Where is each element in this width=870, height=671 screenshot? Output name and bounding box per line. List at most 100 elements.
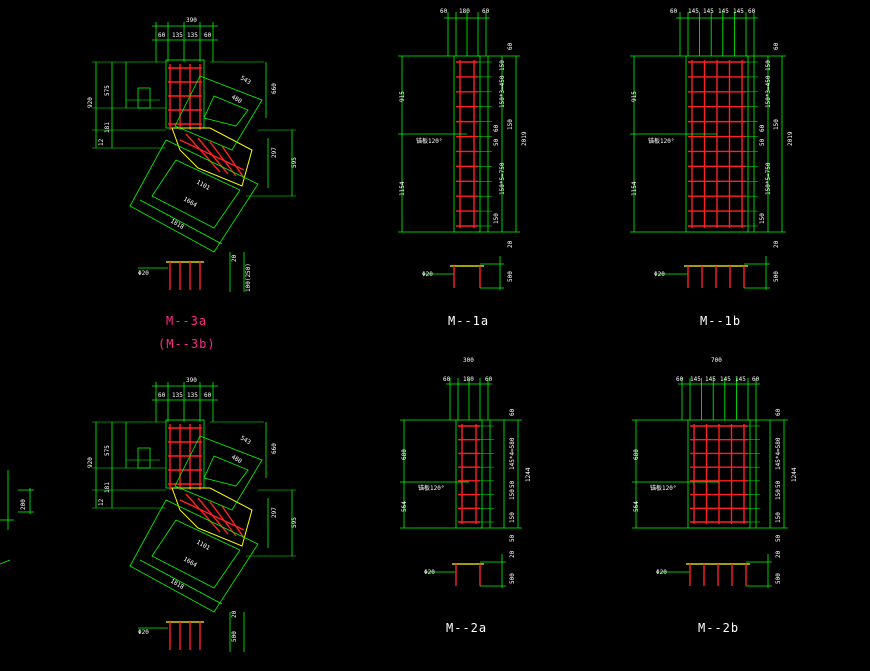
m2a-plate-dim-2: 20 [509,550,516,558]
m2b-right-dim-6: 50 [775,534,782,542]
m3a-left-dim-3: 181 [104,122,111,133]
m2b-top-dim-4: 145 [720,376,731,383]
inclined-plate-outline [171,127,253,187]
rotated-box-inner [203,455,249,487]
m2b-top-total: 700 [711,357,722,364]
drawing-m1b: 60 145 145 145 145 60 915 1154 60 150 15… [630,8,794,328]
m1a-right-dim-7: 150*5=750 [499,162,506,195]
m3b-bar-label: Φ20 [138,629,149,636]
m3a-top-dim-4: 60 [204,32,212,39]
plate-outline [453,55,481,233]
m1a-right-dim-5: 150 [507,119,514,130]
m2b-top-dim-2: 145 [690,376,701,383]
m1b-anchor-label: 锚板120° [648,137,674,145]
m1b-right-dim-7: 150*5=750 [765,162,772,195]
m1b-geometry [630,12,786,290]
m2a-top-dim-1: 60 [443,376,451,383]
m2b-top-dim-3: 145 [705,376,716,383]
m3a-plate-dim-1: 20 [231,254,238,262]
plate-outline [687,419,751,529]
m3a-plate-dim-2: 100(250) [245,263,252,292]
rotated-box-lower [129,139,259,253]
m3a-top-dim-3: 135 [187,32,198,39]
label-box [137,447,151,469]
m3b-plate-dim-1: 500 [231,631,238,642]
incline-rebar-long [179,139,245,171]
m2b-right-dim-7: 1244 [791,467,798,482]
m1a-right-dim-1: 60 [507,42,514,50]
m3a-title: M--3a [166,314,207,328]
m2b-right-dim-4: 150 [775,489,782,500]
m2a-right-dim-3: 50 [509,480,516,488]
m2a-right-dim-2: 145*4=580 [509,437,516,470]
m3b-plate-dim-2: 20 [231,610,238,618]
m3a-right-dim-3: 595 [291,157,298,168]
m2a-plate-dim-1: 500 [509,573,516,584]
m2b-bar-label: Φ20 [656,569,667,576]
m3b-geometry [0,382,296,652]
m3b-top-total: 390 [186,377,197,384]
m2a-top-total: 300 [463,357,474,364]
m3a-top-dim-2: 135 [172,32,183,39]
m2b-right-dim-2: 145*4=580 [775,437,782,470]
m2b-top-dim-1: 60 [676,376,684,383]
m1a-right-dim-8: 150 [493,213,500,224]
m3b-left-dim-4: 12 [98,498,105,506]
m2a-right-dim-6: 50 [509,534,516,542]
m1b-top-dim-5: 145 [733,8,744,15]
m2a-top-dim-2: 180 [463,376,474,383]
inclined-plate-outline [171,487,253,547]
incline-rebar-long [179,499,245,531]
m1a-plate-dim-1: 500 [507,271,514,282]
m1a-right-dim-6: 50 [493,138,500,146]
m1b-top-dim-1: 60 [670,8,678,15]
m1b-top-dim-3: 145 [703,8,714,15]
m1b-right-dim-6: 50 [759,138,766,146]
m1a-anchor-label: 锚板120° [416,137,442,145]
m1b-right-dim-3: 150*3=450 [765,75,772,108]
m3b-top-dim-3: 135 [187,392,198,399]
m3b-incline-dim-1: 543 [239,435,252,447]
m1b-top-dim-2: 145 [688,8,699,15]
drawing-m2b: 700 60 145 145 145 145 60 680 564 60 145… [632,357,798,635]
m1b-top-dim-4: 145 [718,8,729,15]
m1b-plate-dim-2: 20 [773,240,780,248]
m2a-right-dim-7: 1244 [525,467,532,482]
m2a-left-dim-2: 564 [401,501,408,512]
m3a-right-dim-2: 297 [271,147,278,158]
m3b-right-dim-1: 660 [271,443,278,454]
rotated-box-inner [203,95,249,127]
rotated-box-top [174,435,263,511]
m3b-top-dim-1: 60 [158,392,166,399]
m1b-plate-dim-1: 500 [773,271,780,282]
m1b-left-dim-2: 1154 [631,181,638,196]
m2b-left-dim-1: 680 [633,449,640,460]
m1a-geometry [398,12,520,290]
m1b-right-dim-8: 150 [759,213,766,224]
m1a-bar-label: Φ20 [422,271,433,278]
m3b-right-dim-3: 595 [291,517,298,528]
m3a-top-dim-1: 60 [158,32,166,39]
m2a-title: M--2a [446,621,487,635]
m1a-top-dim-2: 180 [459,8,470,15]
m3a-right-dim-1: 660 [271,83,278,94]
incline-rebar [221,505,245,539]
m2a-anchor-label: 锚板120° [418,484,444,492]
m2b-geometry [632,378,788,588]
m3a-incline-dim-2: 480 [230,94,243,106]
drawing-m2a: 300 60 180 60 680 564 60 145*4=580 50 15… [400,357,532,635]
m3b-left-dim-3: 181 [104,482,111,493]
m1a-right-dim-9: 2019 [521,131,528,146]
m1b-right-dim-9: 2019 [787,131,794,146]
plate-outline [685,55,749,233]
m1a-top-dim-1: 60 [440,8,448,15]
label-box [137,87,151,109]
m3b-top-dim-4: 60 [204,392,212,399]
m2a-right-dim-1: 60 [509,408,516,416]
m1b-right-dim-1: 60 [773,42,780,50]
m1b-right-dim-2: 150 [765,60,772,71]
m2b-anchor-label: 锚板120° [650,484,676,492]
m1b-top-dim-6: 60 [748,8,756,15]
